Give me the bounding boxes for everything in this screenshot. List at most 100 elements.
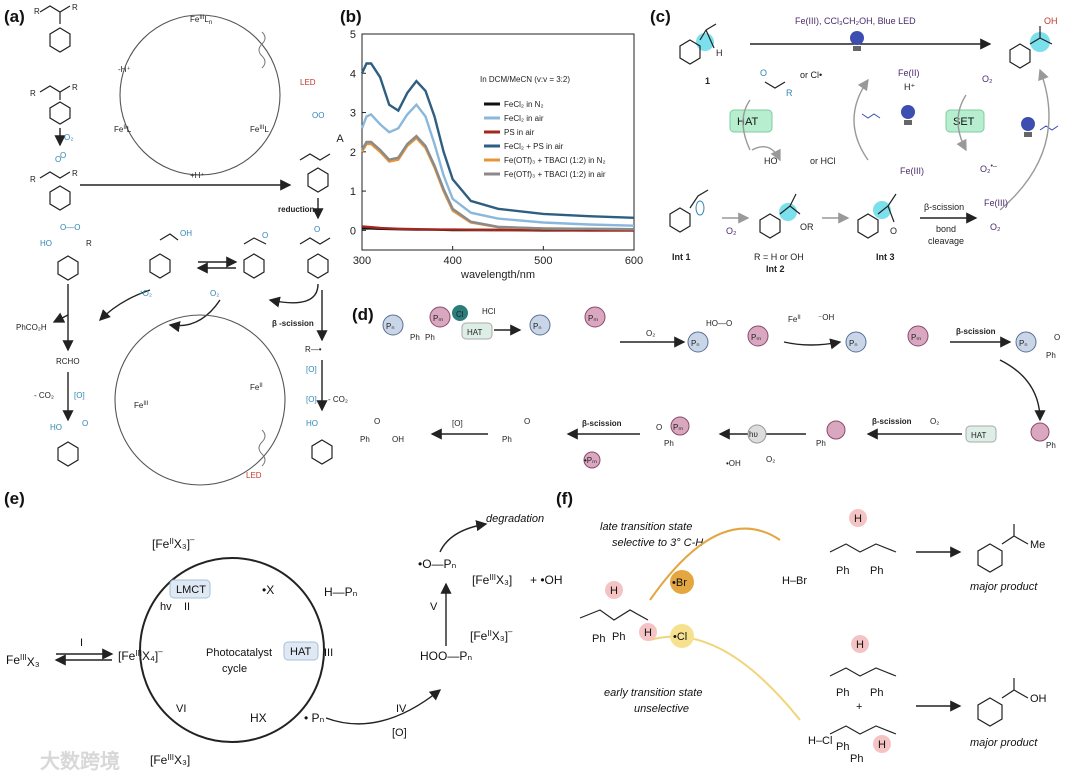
e-lmct: LMCT bbox=[176, 584, 206, 596]
legend-label: Fe(OTf)₃ + TBACl (1:2) in air bbox=[504, 170, 606, 179]
c-o-int3: O bbox=[890, 226, 897, 236]
c-hat-label: HAT bbox=[737, 116, 758, 128]
f-plus: + bbox=[856, 701, 862, 713]
c-light-wave-icon bbox=[861, 113, 881, 119]
d-pm-2: Pₘ bbox=[588, 314, 598, 323]
d-hat-box-2 bbox=[965, 425, 997, 443]
d-pm-8: Pₘ bbox=[673, 423, 683, 432]
f-hcl: H–Cl bbox=[808, 735, 832, 747]
a-fe3-top: FeIIILn bbox=[190, 15, 212, 26]
c-o2-minus: O₂•– bbox=[980, 163, 997, 174]
d-cl-radical bbox=[452, 305, 468, 321]
e-fe2x3-top: [FeIIX₃]– bbox=[152, 535, 195, 551]
e-cycle: cycle bbox=[222, 663, 247, 675]
f-benzoic-acid: OH major product bbox=[970, 678, 1047, 749]
b-solvent-label: In DCM/MeCN (v:v = 3:2) bbox=[480, 75, 570, 84]
c-o2-b: O₂ bbox=[726, 226, 737, 236]
c-oh-label: OH bbox=[1044, 16, 1058, 26]
e-degradation: degradation bbox=[486, 513, 544, 525]
y-axis-label: A bbox=[336, 133, 344, 145]
a-o2-b: O₂ bbox=[210, 289, 219, 298]
c-cleavage: cleavage bbox=[928, 236, 964, 246]
e-fe3x3: FeIIIX₃ bbox=[6, 653, 40, 669]
d-o-ketone: O bbox=[1054, 333, 1060, 342]
f-ph-1: Ph bbox=[592, 633, 605, 645]
a-r-label-1: R bbox=[34, 7, 40, 16]
c-o2: O₂ bbox=[982, 74, 993, 84]
d-ph-2: Ph bbox=[425, 333, 435, 342]
c-lightbulb-top-icon bbox=[850, 31, 864, 51]
c-hat-box: HAT bbox=[729, 109, 773, 133]
c-fe3: Fe(III) bbox=[900, 166, 924, 176]
d-o2: O₂ bbox=[646, 329, 655, 338]
d-chain-8: Pₘ O Ph bbox=[656, 416, 690, 448]
e-step6: VI bbox=[176, 703, 186, 715]
c-fe2: Fe(II) bbox=[898, 68, 920, 78]
c-r-label: R bbox=[786, 88, 793, 98]
d-benzoic-acid: O Ph OH bbox=[360, 417, 404, 444]
f-product-cl: H Ph Ph + H Ph Ph bbox=[829, 635, 897, 765]
d-o-acid: O bbox=[374, 417, 380, 426]
c-compound-1: H 1 bbox=[679, 23, 723, 86]
a-oh: OH bbox=[180, 229, 192, 238]
a-ox: [O] bbox=[74, 391, 85, 400]
e-ox: [O] bbox=[392, 727, 407, 739]
e-hpn: H—Pₙ bbox=[324, 585, 358, 599]
d-ph-8: Ph bbox=[664, 439, 674, 448]
e-hat: HAT bbox=[290, 646, 311, 658]
c-h-label: H bbox=[716, 48, 723, 58]
f-late1: late transition state bbox=[600, 521, 692, 533]
d-hcl: HCl bbox=[482, 307, 496, 316]
a-r-label-4: R bbox=[72, 83, 78, 92]
f-h-4: H bbox=[856, 639, 864, 651]
a-molecule-peroxide-right: OO bbox=[299, 111, 331, 193]
a-cycle-bottom bbox=[114, 314, 286, 486]
f-cl-curve bbox=[649, 635, 801, 721]
c-set-box: SET bbox=[945, 109, 985, 133]
f-ph-8: Ph bbox=[850, 753, 863, 765]
f-h-5: H bbox=[878, 739, 886, 751]
a-r-dot: R—• bbox=[305, 345, 322, 354]
e-photocatalyst-cycle bbox=[139, 557, 325, 743]
svg-text:OO: OO bbox=[312, 111, 324, 120]
d-fe2: FeII bbox=[788, 315, 801, 324]
a-molecule-top: R R bbox=[34, 3, 78, 53]
f-acetophenone: Me major product bbox=[970, 524, 1045, 593]
c-compound-1-label: 1 bbox=[705, 76, 710, 86]
panel-f-label: (f) bbox=[556, 489, 573, 508]
f-major1: major product bbox=[970, 581, 1038, 593]
f-h-3: H bbox=[854, 513, 862, 525]
a-phco2h: PhCO₂H bbox=[16, 323, 47, 332]
f-early2: unselective bbox=[634, 703, 689, 715]
d-oh-dot: •OH bbox=[726, 459, 741, 468]
d-hv-circle bbox=[747, 424, 767, 444]
a-o-1: O bbox=[55, 155, 61, 164]
f-ph-7: Ph bbox=[836, 741, 849, 753]
c-or-label: OR bbox=[800, 222, 814, 232]
c-hplus: H⁺ bbox=[904, 82, 915, 92]
legend-label: Fe(OTf)₃ + TBACl (1:2) in N₂ bbox=[504, 156, 606, 165]
d-pn-2: Pₙ bbox=[533, 322, 542, 331]
d-o2-b: O₂ bbox=[930, 417, 939, 426]
e-plus-oh: + •OH bbox=[530, 573, 563, 587]
y-tick-label: 0 bbox=[350, 225, 356, 237]
d-chain-1: Pₙ Pₘ Ph Ph bbox=[382, 306, 451, 342]
svg-text:O—O: O—O bbox=[60, 223, 80, 232]
f-ph-2: Ph bbox=[612, 631, 625, 643]
a-minus-co2-b: - CO₂ bbox=[328, 395, 348, 404]
c-r-eq: R = H or OH bbox=[754, 252, 804, 262]
x-tick-label: 600 bbox=[625, 255, 643, 267]
d-cl-label: Cl bbox=[456, 310, 464, 319]
d-ox: [O] bbox=[452, 419, 463, 428]
panel-b-label: (b) bbox=[340, 7, 362, 26]
y-tick-label: 1 bbox=[350, 186, 356, 198]
d-pm-dot: •Pₘ bbox=[584, 456, 597, 465]
d-ph-7: Ph bbox=[816, 439, 826, 448]
e-step1: I bbox=[80, 637, 83, 649]
d-o2-c: O₂ bbox=[766, 455, 775, 464]
d-chain-2: Pₙ Pₘ bbox=[529, 306, 606, 336]
d-hat-2: HAT bbox=[971, 431, 987, 440]
c-int2-label: Int 2 bbox=[766, 264, 785, 274]
